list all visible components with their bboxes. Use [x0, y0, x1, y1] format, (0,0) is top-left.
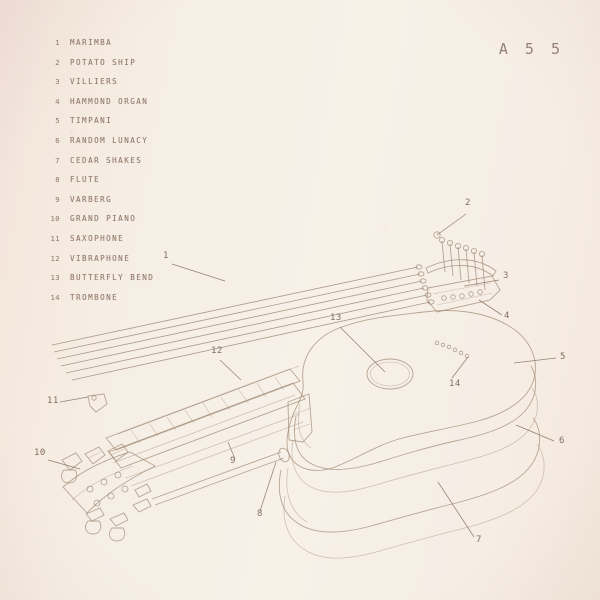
- callout-6: 6: [559, 436, 565, 446]
- list-item: 8 FLUTE: [40, 175, 270, 195]
- leader-5: [514, 358, 556, 363]
- leader-11: [60, 397, 88, 402]
- part-number: 12: [50, 253, 60, 263]
- list-item: 1 MARIMBA: [40, 38, 270, 58]
- part-number: 1: [55, 38, 60, 47]
- leader-10: [48, 460, 80, 469]
- part-label: VIBRAPHONE: [70, 253, 131, 263]
- callout-5: 5: [560, 352, 566, 362]
- list-item: 5 TIMPANI: [40, 116, 270, 136]
- leader-3: [464, 280, 499, 286]
- list-item: 14 TROMBONE: [40, 293, 270, 313]
- list-item: 6 RANDOM LUNACY: [40, 136, 270, 156]
- list-item: 3 VILLIERS: [40, 77, 270, 97]
- list-item: 2 POTATO SHIP: [40, 58, 270, 78]
- leader-6: [516, 425, 554, 441]
- callout-9: 9: [230, 456, 236, 466]
- callout-3: 3: [503, 271, 509, 281]
- leader-4: [479, 300, 502, 315]
- callout-11: 11: [47, 396, 59, 406]
- part-label: POTATO SHIP: [70, 57, 137, 67]
- callout-2: 2: [465, 198, 471, 208]
- part-number: 6: [55, 135, 60, 145]
- guitar-back: [279, 418, 544, 558]
- callout-8: 8: [257, 509, 263, 519]
- leader-7: [438, 482, 474, 537]
- leader-14: [452, 357, 468, 378]
- list-item: 7 CEDAR SHAKES: [40, 156, 270, 176]
- callout-13: 13: [330, 313, 342, 323]
- part-label: TIMPANI: [70, 116, 113, 126]
- part-number: 11: [50, 233, 60, 243]
- part-number: 10: [50, 214, 60, 224]
- part-label: FLUTE: [70, 175, 101, 185]
- part-number: 14: [50, 292, 60, 302]
- leader-2: [437, 214, 466, 235]
- guitar-sides: [292, 366, 538, 492]
- part-label: CEDAR SHAKES: [70, 155, 143, 165]
- guitar-soundboard: [287, 311, 535, 471]
- part-label: BUTTERFLY BEND: [70, 273, 155, 283]
- part-number: 4: [55, 96, 60, 106]
- part-number: 9: [55, 194, 60, 204]
- part-label: SAXOPHONE: [70, 233, 125, 243]
- part-label: RANDOM LUNACY: [70, 135, 149, 145]
- part-label: HAMMOND ORGAN: [70, 96, 149, 106]
- callout-14: 14: [449, 379, 461, 389]
- part-label: TROMBONE: [70, 292, 119, 302]
- leader-8: [260, 462, 276, 511]
- headstock-and-tuners: [62, 394, 155, 541]
- callout-1: 1: [163, 251, 169, 261]
- part-number: 8: [55, 175, 60, 185]
- part-label: GRAND PIANO: [70, 214, 137, 224]
- part-number: 2: [55, 57, 60, 67]
- callout-4: 4: [504, 311, 510, 321]
- fretboard: [106, 366, 300, 450]
- callout-10: 10: [34, 448, 46, 458]
- bridge-pins-group: [434, 232, 485, 290]
- part-number: 7: [55, 155, 60, 165]
- part-number: 13: [50, 273, 60, 283]
- list-item: 12 VIBRAPHONE: [40, 254, 270, 274]
- callout-12: 12: [211, 346, 223, 356]
- part-label: VARBERG: [70, 194, 113, 204]
- part-number: 5: [55, 116, 60, 126]
- leader-13: [340, 327, 385, 372]
- list-item: 10 GRAND PIANO: [40, 214, 270, 234]
- list-item: 4 HAMMOND ORGAN: [40, 97, 270, 117]
- plate-code: A 5 5: [498, 40, 564, 58]
- list-item: 13 BUTTERFLY BEND: [40, 273, 270, 293]
- part-label: VILLIERS: [70, 77, 119, 87]
- leader-12: [220, 360, 241, 380]
- bridge-assembly: [426, 260, 500, 312]
- list-item: 9 VARBERG: [40, 195, 270, 215]
- part-label: MARIMBA: [70, 38, 113, 47]
- neck-assembly: [109, 383, 312, 505]
- list-item: 11 SAXOPHONE: [40, 234, 270, 254]
- tuning-machines: [62, 444, 151, 541]
- parts-list: 1 MARIMBA 2 POTATO SHIP 3 VILLIERS 4 HAM…: [40, 38, 270, 312]
- callout-7: 7: [476, 535, 482, 545]
- nut-part: [88, 394, 107, 412]
- part-number: 3: [55, 77, 60, 87]
